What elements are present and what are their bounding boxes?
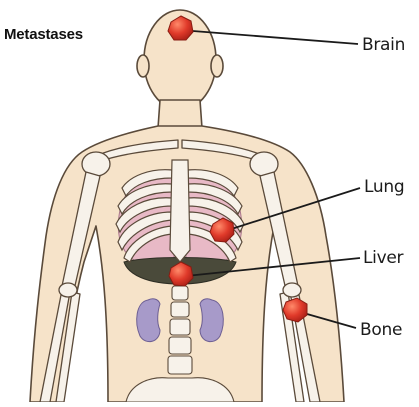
label-lung: Lung [364, 177, 404, 197]
label-brain: Brain [362, 35, 405, 55]
diagram-title: Metastases [4, 26, 83, 43]
label-bone: Bone [360, 320, 402, 340]
label-liver: Liver [363, 248, 403, 268]
tumor-bone-marker [283, 298, 307, 322]
